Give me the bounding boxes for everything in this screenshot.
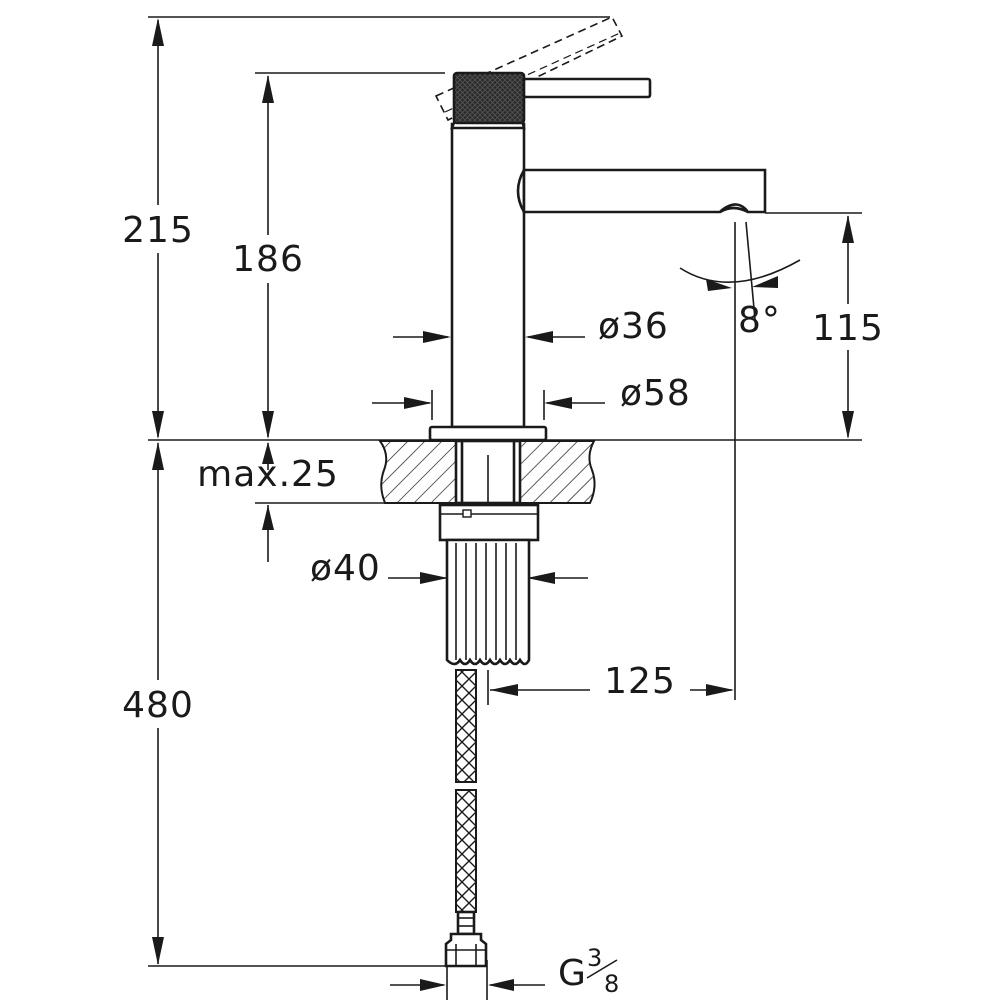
arrow-left <box>752 276 778 288</box>
aerator <box>719 206 749 214</box>
thread-denominator-label: 8 <box>604 970 619 998</box>
arrow-left <box>490 684 518 696</box>
arrow-left <box>525 331 553 343</box>
arrow-down <box>262 442 274 464</box>
mixer-body <box>428 15 767 442</box>
fixing-assembly <box>438 503 540 666</box>
deck-thickness-label: max.25 <box>197 454 339 495</box>
mixer-column <box>450 122 526 429</box>
arrow-right <box>423 331 451 343</box>
arrow-up <box>152 442 164 470</box>
arrow-down <box>262 411 274 439</box>
flexible-hose <box>444 669 488 968</box>
dimension-body-height: 186 <box>225 75 311 439</box>
dimension-body-diameter: ø36 <box>393 306 669 347</box>
spout-joint <box>516 169 526 213</box>
arrow-right <box>706 279 732 291</box>
dimension-spout-reach: 125 <box>490 661 734 702</box>
dimension-spout-height: 115 <box>806 215 890 439</box>
arrow-down <box>842 411 854 439</box>
spout-height-label: 115 <box>812 308 884 349</box>
body-height-label: 186 <box>232 239 304 280</box>
spout <box>522 168 767 214</box>
shank-diameter-label: ø40 <box>310 548 381 589</box>
dimension-base-diameter: ø58 <box>372 373 691 420</box>
fixing-nut <box>438 503 540 542</box>
arrow-up <box>262 75 274 103</box>
deck-section <box>378 439 596 540</box>
threaded-shank <box>445 538 531 666</box>
arrow-down <box>152 411 164 439</box>
base-flange <box>428 425 548 442</box>
knurled-cap <box>452 71 526 125</box>
arrow-left <box>527 572 555 584</box>
arrow-left <box>488 979 514 991</box>
deck-left-section <box>378 440 457 504</box>
base-diameter-label: ø58 <box>620 373 691 414</box>
hose-upper-segment <box>455 669 477 783</box>
arrow-right <box>420 572 448 584</box>
body-diameter-label: ø36 <box>598 306 669 347</box>
dimension-shank-diameter: ø40 <box>310 548 588 589</box>
hose-lower-segment <box>455 789 477 913</box>
deck-right-section <box>519 440 596 504</box>
dimension-deck-thickness: max.25 <box>197 442 339 562</box>
lever-handle <box>522 77 652 99</box>
arrow-up <box>262 505 274 530</box>
arrow-up <box>152 18 164 46</box>
arrow-right <box>404 397 432 409</box>
hose-length-label: 480 <box>122 685 194 726</box>
arrow-right <box>420 979 446 991</box>
dimension-total-height: 215 <box>115 18 201 439</box>
spout-reach-label: 125 <box>604 661 676 702</box>
total-height-label: 215 <box>122 210 194 251</box>
dimension-connection-thread: G 3 8 <box>390 944 619 1000</box>
spout-angle-label: 8° <box>738 300 781 341</box>
thread-prefix-label: G <box>558 953 587 994</box>
arrow-up <box>842 215 854 243</box>
arrow-left <box>544 397 572 409</box>
dimension-hose-length: 480 <box>115 442 201 965</box>
hose-ferrule <box>456 910 476 936</box>
arrow-right <box>706 684 734 696</box>
thread-numerator-label: 3 <box>587 944 602 972</box>
dimension-spout-angle: 8° <box>679 221 801 341</box>
arrow-down <box>152 937 164 965</box>
